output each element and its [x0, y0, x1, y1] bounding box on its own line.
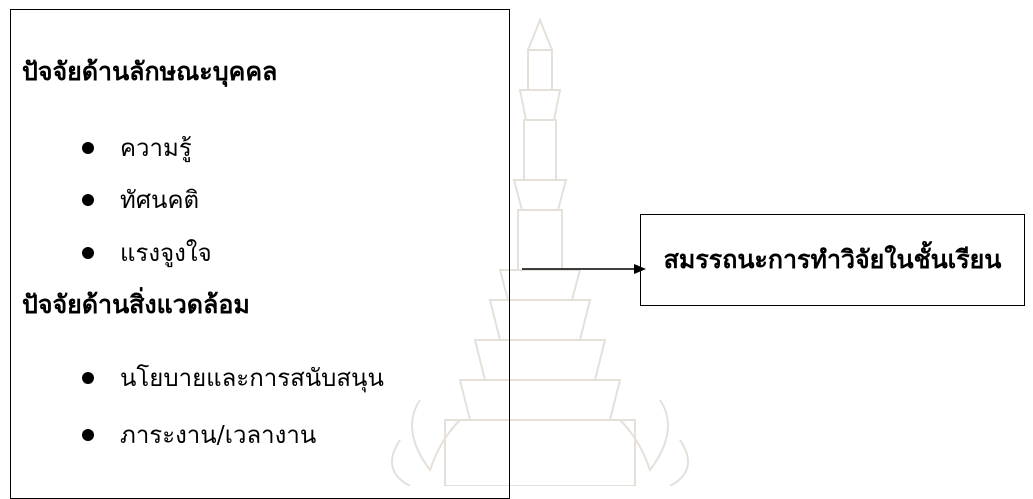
list-item: ความรู้	[82, 128, 192, 167]
list-item-label: ภาระงาน/เวลางาน	[120, 421, 317, 449]
list-item-label: ทัศนคติ	[120, 186, 200, 214]
university-emblem-watermark	[391, 17, 689, 486]
environment-factors-heading: ปัจจัยด้านสิ่งแวดล้อม	[22, 290, 250, 319]
list-item-label: แรงจูงใจ	[120, 239, 212, 267]
bullet-dot-icon	[82, 246, 94, 259]
list-item: นโยบายและการสนับสนุน	[82, 358, 384, 397]
outcome-label: สมรรถนะการทำวิจัยในชั้นเรียน	[663, 245, 1002, 274]
list-item: แรงจูงใจ	[82, 233, 212, 272]
list-item: ทัศนคติ	[82, 180, 199, 219]
bullet-dot-icon	[82, 371, 94, 384]
list-item-label: ความรู้	[120, 134, 192, 162]
list-item-label: นโยบายและการสนับสนุน	[120, 364, 384, 392]
bullet-dot-icon	[82, 193, 94, 206]
personal-factors-heading: ปัจจัยด้านลักษณะบุคคล	[22, 57, 278, 86]
list-item: ภาระงาน/เวลางาน	[82, 415, 316, 454]
arrow-right-icon	[522, 264, 646, 274]
outcome-box: สมรรถนะการทำวิจัยในชั้นเรียน	[640, 214, 1025, 306]
bullet-dot-icon	[82, 141, 94, 154]
bullet-dot-icon	[82, 428, 94, 441]
